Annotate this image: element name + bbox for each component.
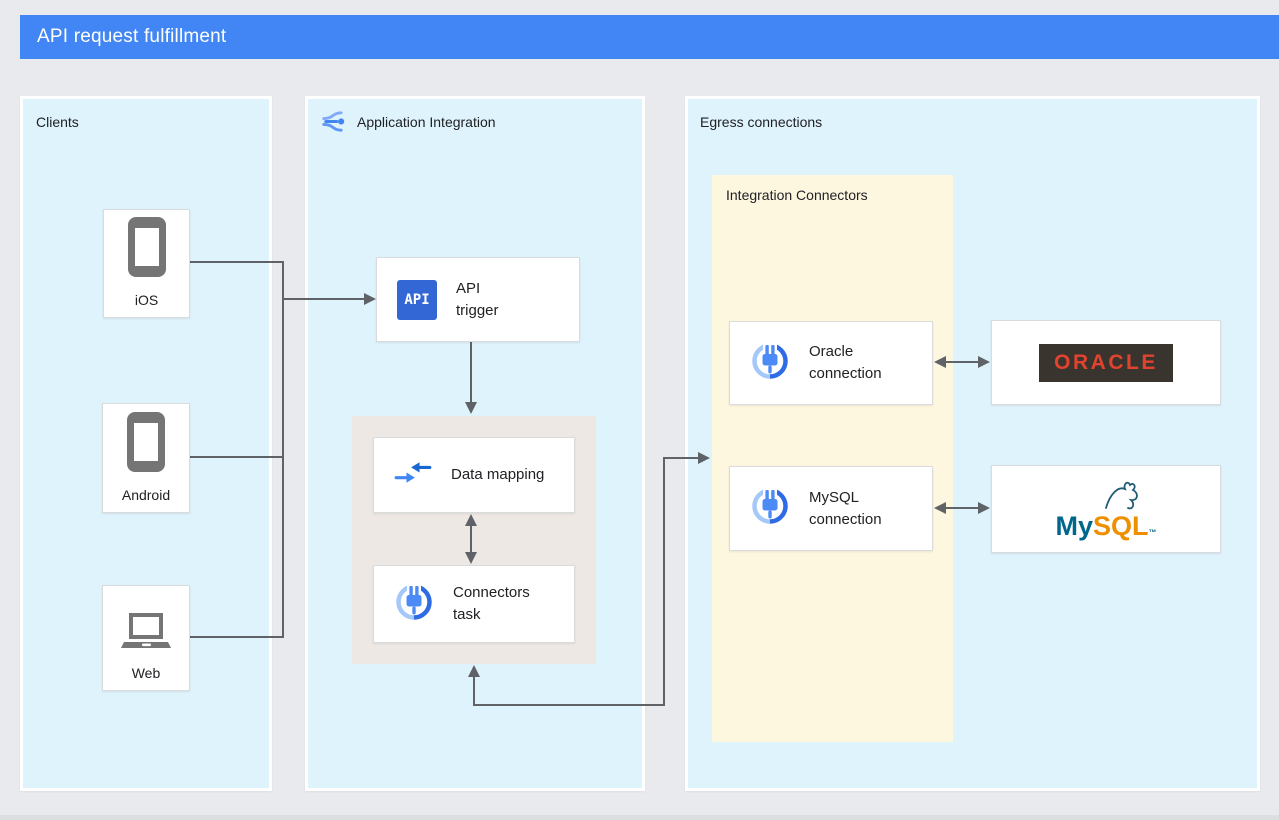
ios-connector-line xyxy=(190,261,284,263)
mysql-connection-label: MySQL connection xyxy=(809,487,882,531)
web-client-card: Web xyxy=(102,585,190,691)
arrowhead-into-container xyxy=(465,402,477,414)
api-trigger-label-line1: API xyxy=(456,279,481,297)
mysql-db-card: MySQL™ xyxy=(991,465,1221,553)
mysql-logo-text: MySQL™ xyxy=(1055,513,1156,540)
connectors-task-label-line1: Connectors xyxy=(453,584,530,602)
mysql-connection-label-line2: connection xyxy=(809,510,882,528)
arrowhead-into-api-trigger xyxy=(364,293,376,305)
api-trigger-node: API API trigger xyxy=(376,257,580,342)
integration-connectors-icon xyxy=(394,581,434,627)
ios-label: iOS xyxy=(134,292,159,308)
connectors-task-label: Connectors task xyxy=(453,582,530,626)
android-label: Android xyxy=(121,487,171,503)
connectors-task-label-line2: task xyxy=(453,606,481,623)
api-trigger-label: API trigger xyxy=(456,278,499,322)
arrowhead-to-connectors-task xyxy=(465,552,477,564)
smartphone-icon xyxy=(127,216,167,283)
arrowhead-into-connectors-group xyxy=(698,452,710,464)
application-integration-column-label: Application Integration xyxy=(357,114,496,130)
oracle-connection-node: Oracle connection xyxy=(729,321,933,405)
clients-to-api-trigger-line xyxy=(282,298,364,300)
integration-connectors-icon xyxy=(750,340,790,386)
loop-right-line xyxy=(663,457,665,706)
diagram-title: API request fulfillment xyxy=(37,26,227,47)
laptop-icon xyxy=(119,611,173,656)
mysql-dolphin-icon xyxy=(1102,478,1146,519)
mysql-logo-tm: ™ xyxy=(1148,528,1157,537)
arrowhead-to-oracle-connection xyxy=(934,356,946,368)
bottom-edge xyxy=(0,815,1279,820)
mysql-connection-node: MySQL connection xyxy=(729,466,933,551)
arrowhead-to-oracle-db xyxy=(978,356,990,368)
oracle-connection-label-line1: Oracle xyxy=(809,343,854,361)
oracle-logo: ORACLE xyxy=(1039,343,1173,382)
mysql-logo-my: My xyxy=(1055,511,1093,541)
clients-bus-line xyxy=(282,261,284,638)
smartphone-icon xyxy=(126,411,166,478)
arrowhead-into-container-bottom xyxy=(468,665,480,677)
mysql-logo: MySQL™ xyxy=(1055,478,1157,540)
title-bar: API request fulfillment xyxy=(20,15,1279,59)
oracle-connection-label-line2: connection xyxy=(809,365,882,382)
data-mapping-label: Data mapping xyxy=(451,466,545,484)
oracle-connection-label: Oracle connection xyxy=(809,341,882,385)
data-mapping-connectors-line xyxy=(470,526,472,552)
arrowhead-to-mysql-db xyxy=(978,502,990,514)
mysql-logo-sql: SQL xyxy=(1093,511,1149,541)
integration-connectors-group xyxy=(712,175,953,742)
egress-connections-column-label: Egress connections xyxy=(700,114,823,130)
arrowhead-to-mysql-connection xyxy=(934,502,946,514)
api-icon: API xyxy=(397,279,437,320)
api-trigger-to-container-line xyxy=(470,342,472,402)
integration-connectors-group-label: Integration Connectors xyxy=(726,187,868,203)
ios-client-card: iOS xyxy=(103,209,190,318)
api-trigger-label-line2: trigger xyxy=(456,301,499,319)
data-mapping-icon xyxy=(394,459,432,492)
oracle-db-card: ORACLE xyxy=(991,320,1221,405)
mysql-link-line xyxy=(946,507,978,509)
integration-connectors-icon xyxy=(750,486,790,531)
mysql-connection-label-line1: MySQL xyxy=(809,488,860,506)
connectors-task-node: Connectors task xyxy=(373,565,575,643)
web-label: Web xyxy=(131,665,161,681)
oracle-link-line xyxy=(946,361,978,363)
loop-top-line xyxy=(663,457,698,459)
loop-left-line xyxy=(473,677,475,706)
oracle-logo-text: ORACLE xyxy=(1054,350,1158,374)
application-integration-icon xyxy=(317,107,346,136)
web-connector-line xyxy=(190,636,284,638)
android-connector-line xyxy=(190,456,284,458)
android-client-card: Android xyxy=(102,403,190,513)
loop-bottom-line xyxy=(473,704,665,706)
clients-column-label: Clients xyxy=(36,114,79,130)
data-mapping-node: Data mapping xyxy=(373,437,575,513)
arrowhead-to-data-mapping xyxy=(465,514,477,526)
